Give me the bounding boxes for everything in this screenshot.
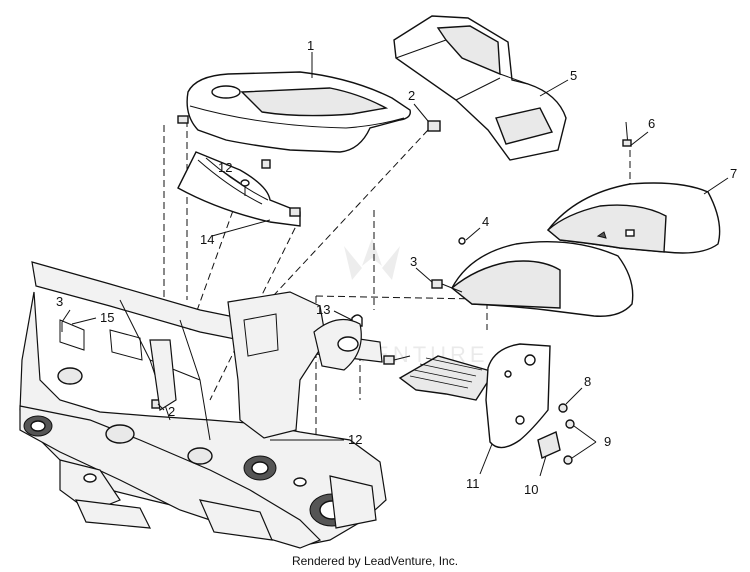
callout-4: 4 <box>482 214 489 229</box>
part-11-mud-flap <box>485 343 551 449</box>
part-3-bolt <box>61 279 463 365</box>
footrest-pad <box>398 355 496 401</box>
callout-1: 1 <box>307 38 314 53</box>
callout-15: 15 <box>100 310 114 325</box>
leader-lines <box>61 52 729 477</box>
part-1-front-cover <box>177 71 411 153</box>
part-14-shield-panel <box>177 151 301 227</box>
callout-3: 3 <box>410 254 417 269</box>
callout-2-frame: 2 <box>168 404 175 419</box>
callout-6: 6 <box>648 116 655 131</box>
callout-11: 11 <box>466 476 480 491</box>
callout-3-frame: 3 <box>56 294 63 309</box>
callout-13: 13 <box>316 302 330 317</box>
callout-2: 2 <box>408 88 415 103</box>
callout-labels: 1 2 3 4 5 6 7 8 9 10 11 12 13 14 15 2 3 … <box>56 38 737 497</box>
callout-9: 9 <box>604 434 611 449</box>
part-12-screw <box>240 179 250 196</box>
part-6-pin <box>622 121 632 147</box>
part-9-washer <box>563 419 575 465</box>
part-5-console <box>393 15 567 161</box>
part-7-rear-fender <box>546 182 721 254</box>
callout-5: 5 <box>570 68 577 83</box>
callout-7: 7 <box>730 166 737 181</box>
chassis-frame <box>19 261 387 549</box>
part-4-front-fender <box>450 237 634 317</box>
render-credit: Rendered by LeadVenture, Inc. <box>291 554 459 568</box>
callout-12-frame: 12 <box>348 432 362 447</box>
callout-8: 8 <box>584 374 591 389</box>
callout-10: 10 <box>524 482 538 497</box>
callout-12: 12 <box>218 160 232 175</box>
part-8-nut <box>558 403 568 413</box>
callout-14: 14 <box>200 232 214 247</box>
part-10-bracket <box>537 431 561 459</box>
